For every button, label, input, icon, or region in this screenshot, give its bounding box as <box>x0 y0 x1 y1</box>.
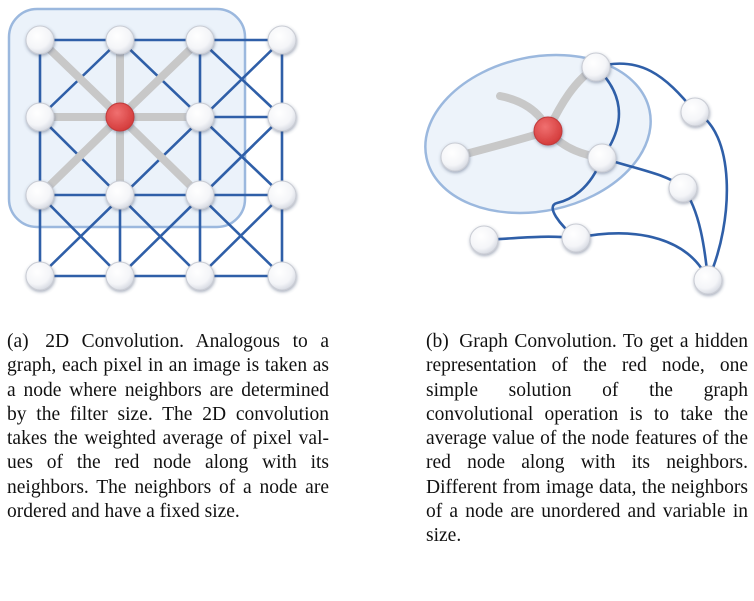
node <box>25 180 55 210</box>
caption-a: (a) 2D Convolution. Analogous to a graph… <box>7 330 329 524</box>
node <box>25 25 55 55</box>
node <box>105 25 135 55</box>
caption-b-label: (b) <box>426 331 449 352</box>
panel-b-diagram <box>424 52 729 295</box>
caption-b-text: To get a hidden representation of the re… <box>426 331 748 547</box>
panel-a-diagram <box>7 7 297 291</box>
figure-diagrams <box>7 7 729 295</box>
node <box>680 97 710 127</box>
node <box>185 180 215 210</box>
node <box>581 52 611 82</box>
node <box>267 25 297 55</box>
node <box>561 223 591 253</box>
node <box>267 102 297 132</box>
node <box>267 261 297 291</box>
node <box>267 180 297 210</box>
node <box>105 261 135 291</box>
node <box>185 25 215 55</box>
node <box>469 225 499 255</box>
node <box>25 102 55 132</box>
grid-nodes <box>25 25 297 291</box>
node <box>185 261 215 291</box>
graph-nodes <box>440 52 723 295</box>
node <box>185 102 215 132</box>
caption-a-title: 2D Convolution. <box>45 331 185 352</box>
center-node-red <box>105 102 135 132</box>
caption-a-label: (a) <box>7 331 29 352</box>
node <box>105 180 135 210</box>
node <box>668 173 698 203</box>
center-node-red <box>533 116 563 146</box>
caption-a-text: Analogous to a graph, each pixel in an i… <box>7 331 329 523</box>
caption-b-title: Graph Convolution. <box>459 331 617 352</box>
node <box>693 265 723 295</box>
node <box>25 261 55 291</box>
caption-b: (b) Graph Convolution. To get a hidden r… <box>426 330 748 549</box>
node <box>587 143 617 173</box>
node <box>440 142 470 172</box>
